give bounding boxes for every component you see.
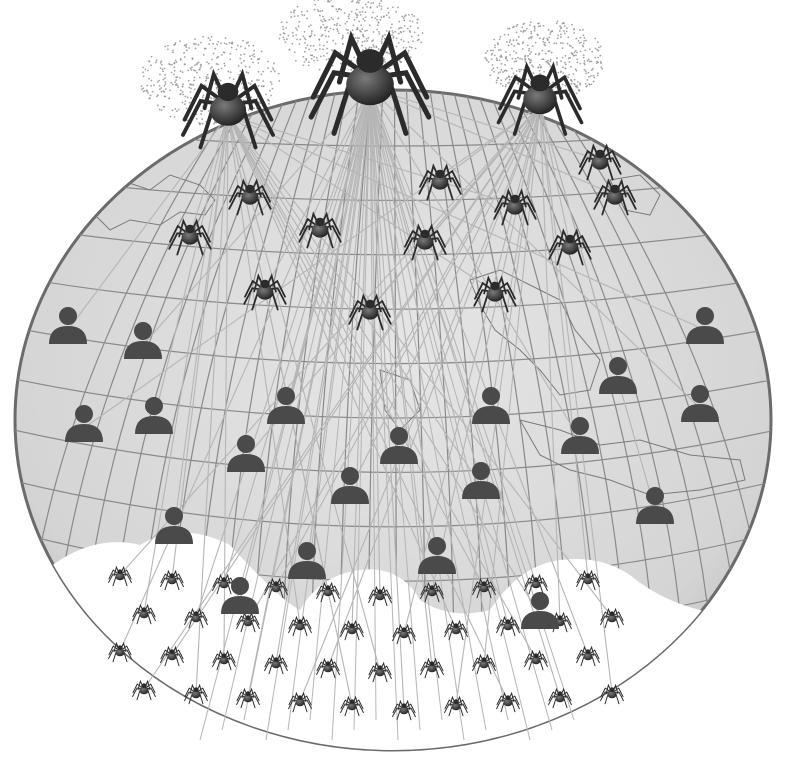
small-spider	[133, 681, 156, 700]
